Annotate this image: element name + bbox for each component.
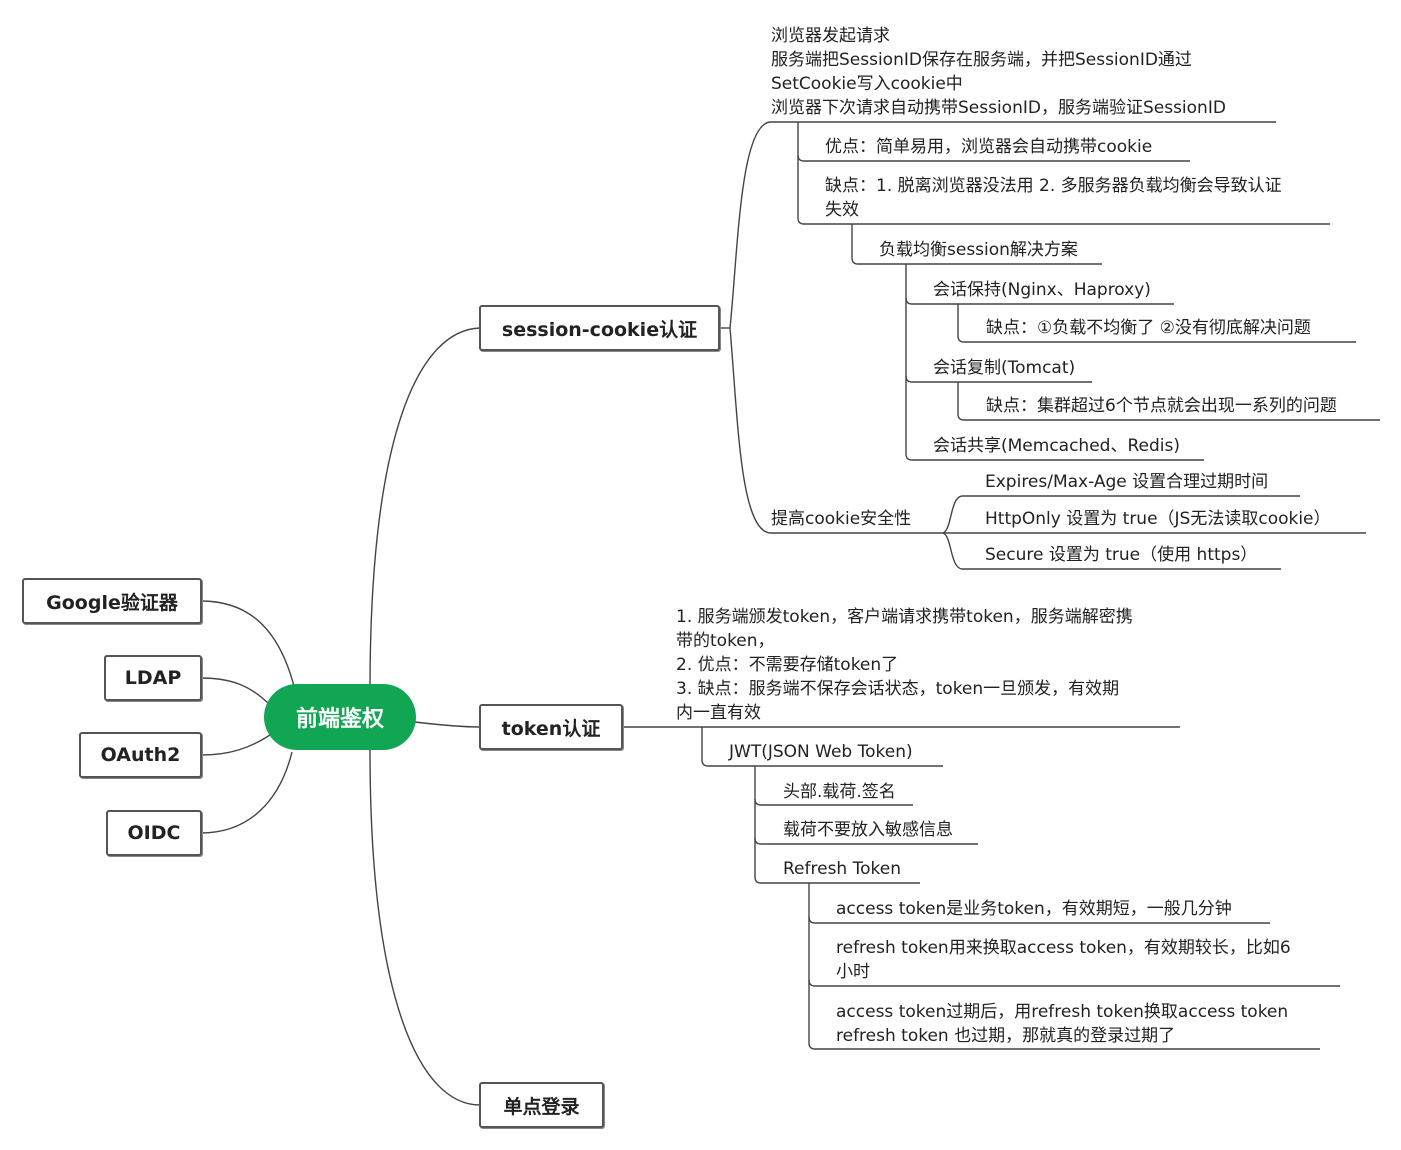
session-flow-line-2: 服务端把SessionID保存在服务端，并把SessionID通过: [771, 50, 1192, 70]
session-cons-line-2: 失效: [825, 200, 859, 220]
token-desc-line-3: 2. 优点：不需要存储token了: [676, 655, 899, 675]
token-desc-line-5: 内一直有效: [676, 703, 761, 723]
cookie-httponly: HttpOnly 设置为 true（JS无法读取cookie）: [985, 509, 1331, 529]
session-replication: 会话复制(Tomcat): [933, 358, 1076, 378]
session-cons-line-1: 缺点：1. 脱离浏览器没法用 2. 多服务器负载均衡会导致认证: [825, 176, 1282, 196]
refresh-item-3-line-2: refresh token 也过期，那就真的登录过期了: [836, 1026, 1176, 1046]
branch-session-cookie[interactable]: session-cookie认证: [479, 305, 720, 351]
refresh-item-2-line-1: refresh token用来换取access token，有效期较长，比如6: [836, 938, 1291, 958]
sticky-session: 会话保持(Nginx、Haproxy): [933, 280, 1151, 300]
branch-sso[interactable]: 单点登录: [479, 1082, 604, 1128]
refresh-token-node: Refresh Token: [783, 859, 901, 879]
cookie-security: 提高cookie安全性: [771, 509, 912, 529]
token-desc-line-2: 带的token，: [676, 631, 775, 651]
session-replication-cons: 缺点：集群超过6个节点就会出现一系列的问题: [986, 396, 1337, 416]
cookie-expires: Expires/Max-Age 设置合理过期时间: [985, 472, 1269, 492]
refresh-item-2-line-2: 小时: [836, 962, 870, 982]
node-oidc[interactable]: OIDC: [106, 810, 202, 856]
jwt-parts: 头部.载荷.签名: [783, 782, 896, 802]
jwt-node: JWT(JSON Web Token): [729, 742, 913, 762]
refresh-item-3-line-1: access token过期后，用refresh token换取access t…: [836, 1002, 1289, 1022]
refresh-item-1: access token是业务token，有效期短，一般几分钟: [836, 899, 1232, 919]
session-flow-line-4: 浏览器下次请求自动携带SessionID，服务端验证SessionID: [771, 98, 1226, 118]
jwt-note: 载荷不要放入敏感信息: [783, 820, 953, 840]
node-google-authenticator[interactable]: Google验证器: [22, 578, 202, 624]
node-oauth2[interactable]: OAuth2: [79, 732, 202, 778]
token-desc-line-1: 1. 服务端颁发token，客户端请求携带token，服务端解密携: [676, 607, 1133, 627]
session-shared: 会话共享(Memcached、Redis): [933, 436, 1180, 456]
sticky-session-cons: 缺点：①负载不均衡了 ②没有彻底解决问题: [986, 318, 1311, 338]
session-pros: 优点：简单易用，浏览器会自动携带cookie: [825, 137, 1153, 157]
lb-solution: 负载均衡session解决方案: [879, 240, 1078, 260]
token-desc-line-4: 3. 缺点：服务端不保存会话状态，token一旦颁发，有效期: [676, 679, 1120, 699]
root-node[interactable]: 前端鉴权: [264, 684, 416, 750]
node-ldap[interactable]: LDAP: [104, 655, 202, 701]
cookie-secure: Secure 设置为 true（使用 https）: [985, 545, 1258, 565]
session-flow-line-1: 浏览器发起请求: [771, 26, 890, 46]
session-flow-line-3: SetCookie写入cookie中: [771, 74, 963, 94]
branch-token[interactable]: token认证: [479, 704, 623, 750]
